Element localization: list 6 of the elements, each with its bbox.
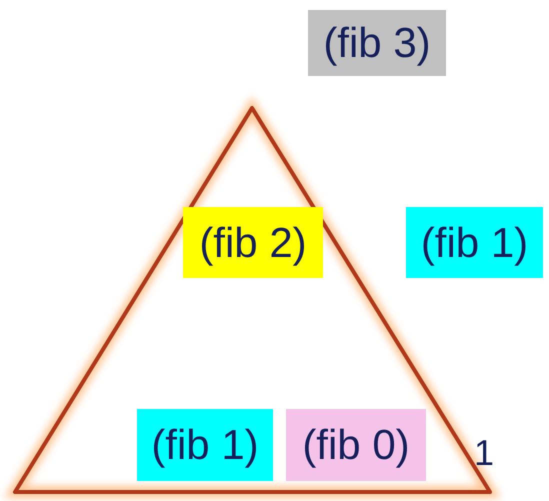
highlighted-label: (fib 1) (137, 409, 273, 481)
value-label: 1 (474, 432, 494, 474)
highlighted-label: (fib 0) (286, 409, 426, 481)
highlighted-label: (fib 2) (183, 207, 323, 278)
highlighted-label: (fib 1) (406, 207, 543, 278)
highlighted-label: (fib 3) (308, 10, 446, 76)
